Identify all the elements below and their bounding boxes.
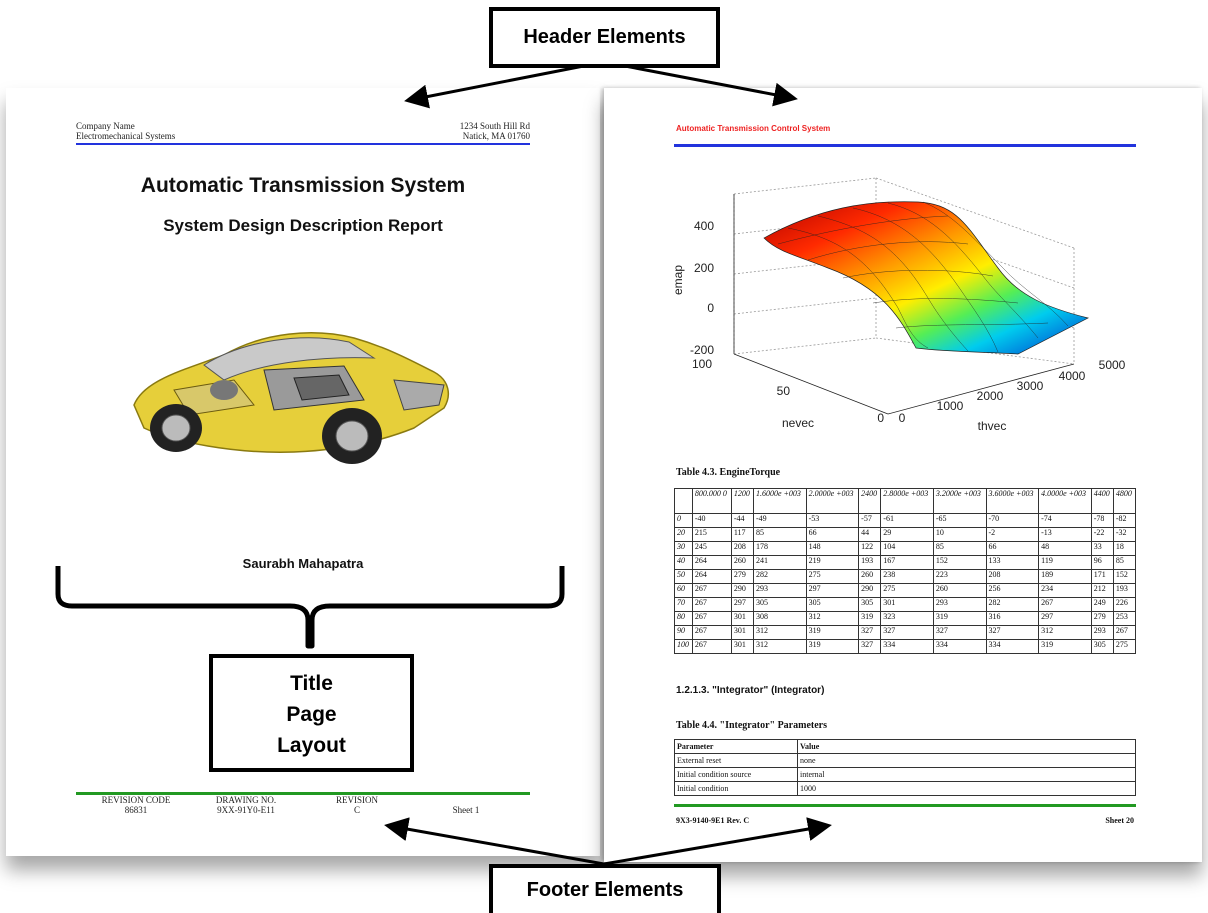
callout-line: Title	[290, 672, 333, 695]
table-cell: 226	[1112, 597, 1137, 612]
table-cell: 1000	[797, 781, 1136, 796]
surface-plot: 400 200 0 -200 100 50 0 0 1000 2000 3000…	[671, 177, 1126, 433]
z-axis-label: emap	[671, 265, 685, 295]
table-cell: 334	[985, 639, 1040, 654]
table-4-3-caption: Table 4.3. EngineTorque	[676, 467, 781, 478]
document-subtitle: System Design Description Report	[163, 216, 443, 235]
report-page: Automatic Transmission Control System	[604, 88, 1202, 862]
table-cell: 290	[858, 583, 882, 598]
thvec-tick: 5000	[1099, 358, 1126, 372]
nevec-tick: 100	[692, 357, 712, 371]
title-page-layout-callout: Title Page Layout	[209, 654, 414, 772]
footer-arrow-right	[603, 817, 832, 866]
table-header-cell: 2.0000e +003	[805, 488, 860, 514]
table-header-cell: 1.6000e +003	[752, 488, 807, 514]
header-rule	[76, 143, 530, 145]
table-cell: 312	[752, 639, 807, 654]
table-cell: 327	[858, 625, 882, 640]
thvec-tick: 4000	[1059, 369, 1086, 383]
footer-sheet-number: Sheet 20	[1105, 816, 1134, 825]
address-line-1: 1234 South Hill Rd	[459, 121, 530, 131]
header-arrow-right	[603, 60, 798, 107]
company-name: Company Name	[76, 121, 135, 131]
header-elements-callout: Header Elements	[489, 7, 720, 68]
revision-code-label: REVISION CODE	[101, 795, 171, 805]
header-arrow-left	[404, 60, 605, 109]
company-division: Electromechanical Systems	[76, 131, 176, 141]
table-4-4-caption: Table 4.4. "Integrator" Parameters	[676, 720, 827, 731]
z-tick: 200	[694, 261, 714, 275]
section-heading: 1.2.1.3. "Integrator" (Integrator)	[676, 685, 825, 696]
author-name: Saurabh Mahapatra	[242, 556, 364, 571]
drawing-no-label: DRAWING NO.	[215, 795, 277, 805]
thvec-tick: 1000	[937, 399, 964, 413]
table-cell: 327	[858, 639, 882, 654]
nevec-tick: 0	[877, 411, 884, 425]
header-rule	[674, 144, 1136, 147]
table-cell: 334	[880, 639, 934, 654]
revision-code-value: 86831	[124, 805, 148, 815]
table-cell: 301	[730, 639, 754, 654]
table-cell: 275	[1112, 639, 1137, 654]
car-cutaway-illustration	[133, 332, 450, 464]
footer-arrow-left	[384, 817, 605, 866]
callout-line: Page	[286, 703, 337, 726]
z-tick: 400	[694, 219, 714, 233]
y-axis-label: thvec	[978, 419, 1007, 433]
surface-mesh	[763, 201, 1089, 355]
table-cell: 260	[730, 555, 754, 570]
z-tick: -200	[690, 343, 714, 357]
revision-label: REVISION	[336, 795, 378, 805]
table-cell: 319	[1038, 639, 1092, 654]
footer-doc-id: 9X3-9140-9E1 Rev. C	[676, 816, 750, 825]
thvec-tick: 3000	[1017, 379, 1044, 393]
document-title: Automatic Transmission System	[140, 174, 466, 197]
table-cell: -44	[730, 513, 754, 528]
address-line-2: Natick, MA 01760	[462, 131, 530, 141]
thvec-tick: 2000	[977, 389, 1004, 403]
brace-shape	[55, 566, 565, 649]
thvec-tick: 0	[899, 411, 906, 425]
table-cell: 301	[730, 611, 754, 626]
sheet-number: Sheet 1	[452, 805, 480, 815]
table-header-cell: 3.2000e +003	[932, 488, 987, 514]
z-tick: 0	[707, 301, 714, 315]
drawing-no-value: 9XX-91Y0-E11	[217, 805, 275, 815]
callout-line: Layout	[277, 734, 346, 757]
x-axis-label: nevec	[782, 416, 814, 430]
page-header-title: Automatic Transmission Control System	[676, 124, 831, 133]
footer-elements-callout: Footer Elements	[489, 864, 721, 913]
revision-value: C	[353, 805, 360, 815]
footer-rule	[76, 792, 530, 795]
nevec-tick: 50	[777, 384, 791, 398]
footer-rule	[674, 804, 1136, 807]
table-row-header: 100	[674, 639, 693, 654]
